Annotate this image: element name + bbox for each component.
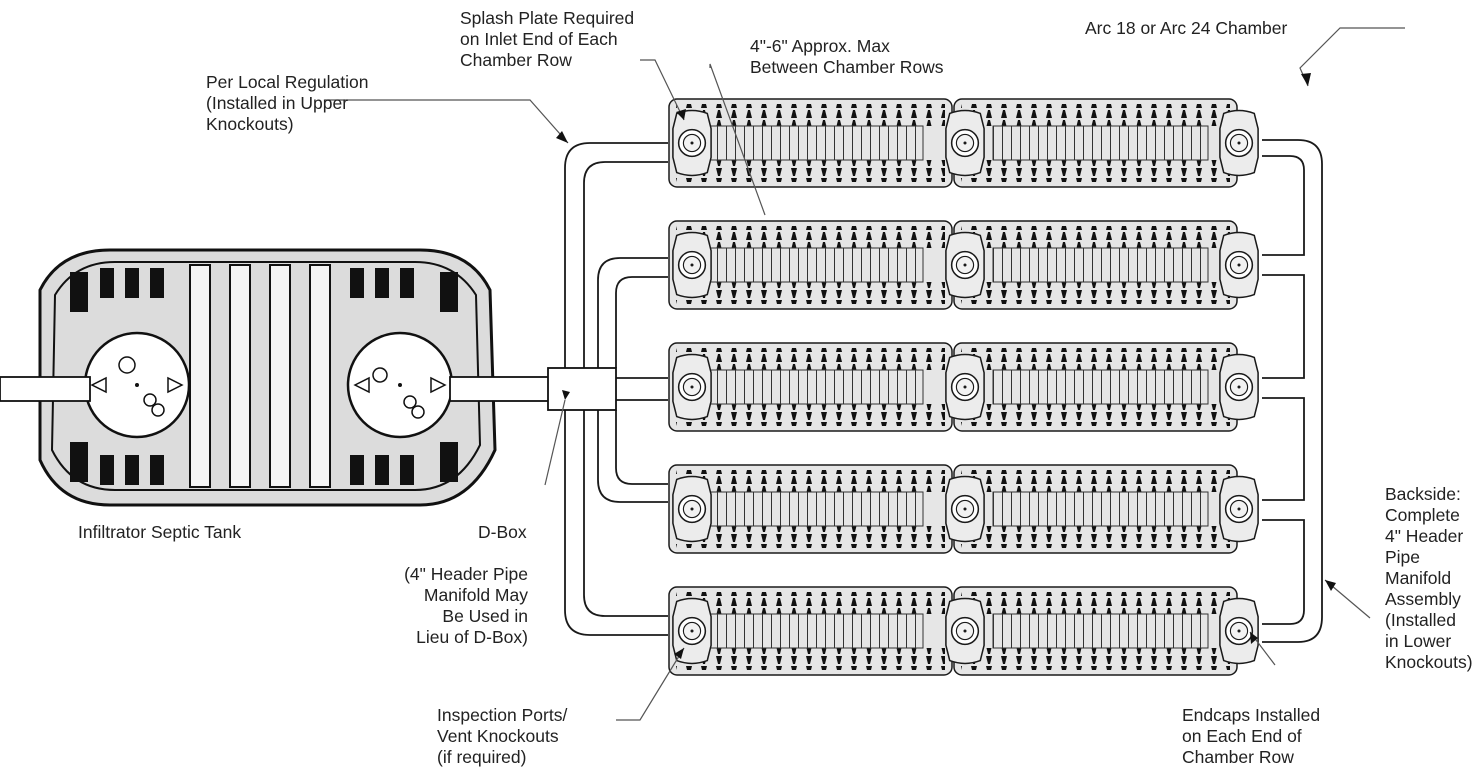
- label-d-box: D-Box: [478, 522, 527, 542]
- label-splash-plate: Splash Plate Required on Inlet End of Ea…: [460, 8, 635, 70]
- tank-riser-left: [83, 331, 191, 439]
- label-chamber-type: Arc 18 or Arc 24 Chamber: [1085, 18, 1288, 38]
- label-d-box-note: (4" Header Pipe Manifold May Be Used in …: [404, 564, 528, 647]
- chamber-rows: [668, 98, 1259, 676]
- chamber-row-4: [668, 464, 1259, 554]
- label-inlet-pipe: Per Local Regulation (Installed in Upper…: [206, 72, 369, 134]
- tank-inlet-pipe: [0, 376, 91, 402]
- tank-riser-right: [346, 331, 454, 439]
- arrowheads: [556, 73, 1336, 659]
- chamber-row-1: [668, 98, 1259, 188]
- tank-outlet-pipe: [449, 376, 551, 402]
- septic-tank: [38, 248, 497, 507]
- label-endcaps: Endcaps Installed on Each End of Chamber…: [1182, 705, 1321, 767]
- label-backside-manifold: Backside: Complete 4" Header Pipe Manifo…: [1385, 484, 1473, 672]
- label-inspection-ports: Inspection Ports/ Vent Knockouts (if req…: [437, 705, 568, 767]
- chamber-row-5: [668, 586, 1259, 676]
- d-box: [547, 367, 617, 411]
- chamber-row-2: [668, 220, 1259, 310]
- label-septic-tank: Infiltrator Septic Tank: [78, 522, 242, 542]
- label-chamber-spacing: 4"-6" Approx. Max Between Chamber Rows: [750, 36, 944, 77]
- chamber-row-3: [668, 342, 1259, 432]
